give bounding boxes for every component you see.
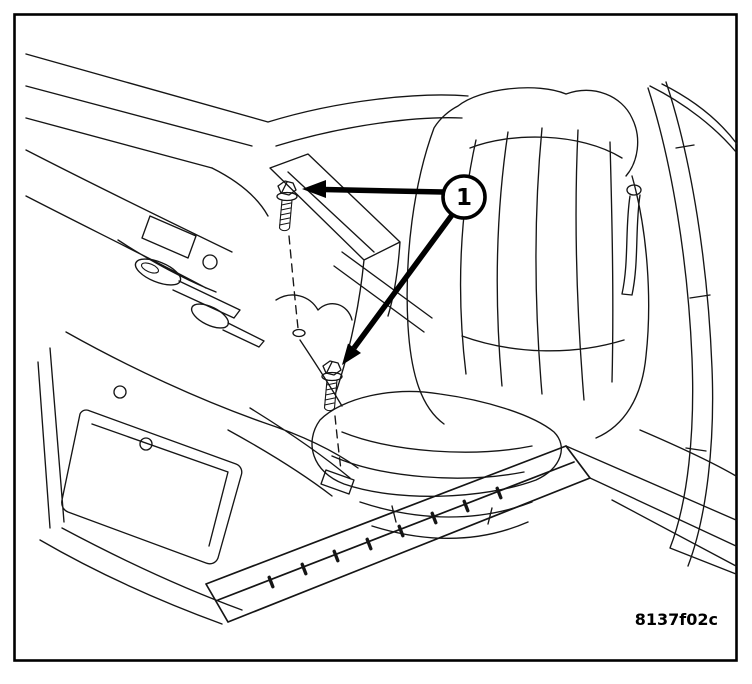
lever-knob-highlight <box>140 262 160 274</box>
callout-1-number: 1 <box>456 185 472 211</box>
shifter-levers <box>134 258 265 348</box>
floor-plug-2 <box>139 437 153 451</box>
floor-plug <box>113 385 127 399</box>
floor-carpet <box>37 331 359 625</box>
lower-bolt-bracket <box>320 469 355 495</box>
upper-bolt-icon <box>276 180 298 232</box>
door-panel <box>647 81 737 575</box>
upper-bolt-hole <box>292 328 306 338</box>
dashboard <box>25 149 269 293</box>
seat-back <box>406 87 650 439</box>
lower-bolt-icon <box>321 360 343 412</box>
lever-knob-2 <box>190 303 230 329</box>
arrow-to-upper-bolt-icon <box>302 180 444 198</box>
seat <box>311 87 650 540</box>
rocker-panel-lines <box>565 429 737 567</box>
seat-cushion <box>311 390 563 498</box>
arrow-to-lower-bolt-icon <box>342 213 455 365</box>
sill-embossed-letters <box>267 486 503 589</box>
door-sill-plate <box>205 429 737 623</box>
figure-code: 8137f02c <box>635 610 718 629</box>
bolt-leader-lines <box>288 235 355 495</box>
dash-knob <box>202 254 218 270</box>
seat-rails <box>359 501 533 540</box>
callout-1: 1 <box>441 174 487 220</box>
callout-1-circle <box>441 174 487 220</box>
figure-frame <box>13 13 738 662</box>
windshield-pillar <box>25 53 738 169</box>
